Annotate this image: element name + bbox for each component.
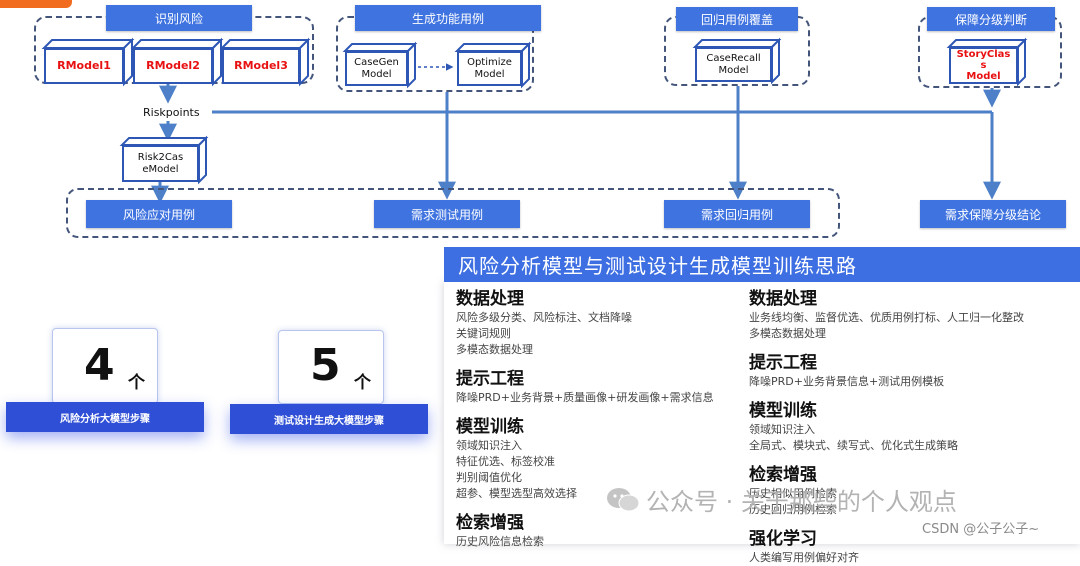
caserecall-model-label: CaseRecall Model	[695, 47, 772, 82]
casegen-line1: CaseGen	[354, 56, 399, 68]
flow-connectors	[151, 63, 1001, 204]
risk2case-model-label: Risk2Cas eModel	[122, 145, 199, 182]
right-heading: 提示工程	[749, 353, 817, 373]
stat-number-1: 4	[84, 340, 115, 391]
stat-unit-1: 个	[128, 373, 145, 393]
storyclass-model-label: StoryClas s Model	[949, 47, 1018, 84]
left-heading: 检索增强	[456, 513, 524, 533]
right-item: 全局式、模块式、续写式、优化式生成策略	[749, 439, 958, 452]
right-item: 降噪PRD+业务背景信息+测试用例模板	[749, 375, 945, 388]
outputs-group	[66, 188, 840, 238]
right-item: 多模态数据处理	[749, 327, 826, 340]
right-item: 业务线均衡、监督优选、优质用例打标、人工归一化整改	[749, 311, 1024, 324]
header-grading: 保障分级判断	[927, 7, 1055, 31]
output-risk-cases: 风险应对用例	[86, 200, 232, 228]
left-item: 特征优选、标签校准	[456, 455, 555, 468]
left-item: 判别阈值优化	[456, 471, 522, 484]
header-identify-risk: 识别风险	[106, 5, 252, 31]
rmodel2-label: RModel2	[133, 48, 213, 84]
right-heading: 检索增强	[749, 465, 817, 485]
casegen-model-cube: CaseGen Model	[342, 41, 418, 89]
training-panel	[444, 282, 1080, 544]
right-item: 人类编写用例偏好对齐	[749, 551, 859, 564]
stat-label-1: 风险分析大模型步骤	[6, 402, 204, 432]
stat-card-1	[52, 328, 158, 404]
storyclass-line1: StoryClas	[956, 49, 1011, 60]
risk2case-model-cube: Risk2Cas eModel	[119, 135, 209, 185]
optimize-model-label: Optimize Model	[457, 51, 522, 86]
logo-fragment	[0, 0, 72, 8]
optimize-line1: Optimize	[467, 56, 512, 68]
right-item: 历史回归用例检索	[749, 503, 837, 516]
training-panel-title: 风险分析模型与测试设计生成模型训练思路	[444, 247, 1080, 282]
left-heading: 模型训练	[456, 417, 524, 437]
header-gen-cases: 生成功能用例	[355, 5, 541, 31]
panel-left-column: 数据处理风险多级分类、风险标注、文档降噪关键词规则多模态数据处理提示工程降噪PR…	[456, 286, 746, 550]
storyclass-model-cube: StoryClas s Model	[946, 37, 1028, 87]
left-item: 关键词规则	[456, 327, 511, 340]
wechat-watermark: 公众号 · 关于那些的个人观点	[606, 482, 957, 517]
wechat-icon	[607, 487, 640, 511]
rmodel1-cube: RModel1	[41, 37, 135, 87]
caserecall-model-cube: CaseRecall Model	[692, 37, 782, 85]
left-item: 超参、模型选型高效选择	[456, 487, 577, 500]
csdn-watermark: CSDN @公子公子~	[922, 522, 1040, 537]
rmodel3-cube: RModel3	[219, 37, 311, 87]
left-heading: 数据处理	[456, 289, 524, 309]
risk2case-line2: eModel	[142, 163, 179, 175]
right-item: 领域知识注入	[749, 423, 815, 436]
right-heading: 数据处理	[749, 289, 817, 309]
stat-label-2: 测试设计生成大模型步骤	[230, 404, 428, 434]
output-req-regression-cases: 需求回归用例	[664, 200, 810, 228]
right-item: 历史相似用例检索	[749, 487, 837, 500]
right-heading: 模型训练	[749, 401, 817, 421]
rmodel2-cube: RModel2	[130, 37, 224, 87]
optimize-line2: Model	[474, 68, 505, 80]
casegen-line2: Model	[361, 68, 392, 80]
left-item: 风险多级分类、风险标注、文档降噪	[456, 311, 632, 324]
caserecall-line1: CaseRecall	[706, 52, 761, 64]
left-item: 领域知识注入	[456, 439, 522, 452]
header-regression: 回归用例覆盖	[676, 7, 798, 31]
panel-right-column: 数据处理业务线均衡、监督优选、优质用例打标、人工归一化整改多模态数据处理提示工程…	[749, 286, 1077, 566]
rmodel3-label: RModel3	[222, 48, 300, 84]
left-item: 降噪PRD+业务背景+质量画像+研发画像+需求信息	[456, 391, 714, 404]
riskpoints-label: Riskpoints	[143, 106, 200, 119]
caserecall-line2: Model	[718, 64, 749, 76]
left-heading: 提示工程	[456, 369, 524, 389]
rmodel1-label: RModel1	[44, 48, 124, 84]
risk2case-line1: Risk2Cas	[137, 151, 184, 163]
optimize-model-cube: Optimize Model	[454, 41, 532, 89]
stat-number-2: 5	[310, 340, 341, 391]
output-req-test-cases: 需求测试用例	[374, 200, 520, 228]
storyclass-line2: s	[980, 60, 987, 71]
storyclass-line3: Model	[966, 71, 1001, 82]
stat-unit-2: 个	[354, 373, 371, 393]
left-item: 历史风险信息检索	[456, 535, 544, 548]
wechat-watermark-text: 公众号 · 关于那些的个人观点	[646, 488, 957, 516]
stat-card-2	[278, 330, 384, 404]
left-item: 多模态数据处理	[456, 343, 533, 356]
casegen-model-label: CaseGen Model	[345, 51, 408, 86]
output-req-grading-result: 需求保障分级结论	[920, 200, 1066, 228]
